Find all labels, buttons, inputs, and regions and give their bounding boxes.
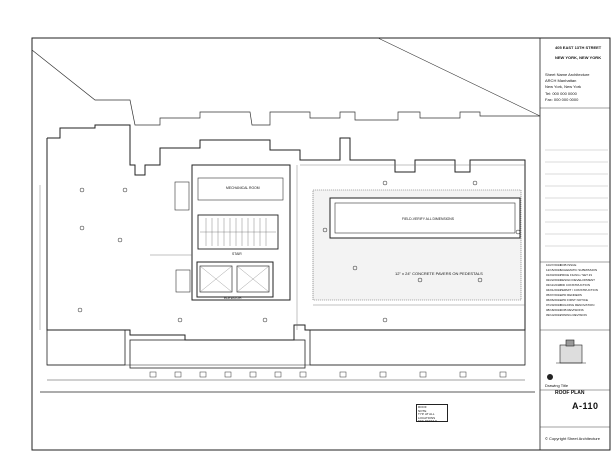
north-arrow-icon <box>547 374 553 380</box>
drawing-title: ROOF PLAN <box>555 390 585 396</box>
revision-grid <box>545 149 608 247</box>
architect-line-5: Fax: 000 000 0000 <box>545 97 579 102</box>
revision-row: 02/22/2011DESIGN DEVELOPMENT <box>546 278 596 282</box>
copyright: © Copyright Sheet Architecture <box>545 436 600 441</box>
architect-line-3: New York, New York <box>545 84 582 89</box>
mechanical-core <box>191 164 291 301</box>
revision-row: 10/27/2010DOB ISSUE <box>546 263 577 267</box>
revision-row: 08/18/2011DOB REVISIONS <box>546 308 584 312</box>
pavers-label: 12" x 24" CONCRETE PAVERS ON PEDESTALS <box>395 271 483 276</box>
project-address: 405 EAST 13TH STREET <box>555 45 602 50</box>
revision-row: 06/06/2011HPD FIRST NOTICE <box>546 298 588 302</box>
parapet-boxes <box>149 371 507 378</box>
stair-label: STAIR <box>232 252 242 256</box>
revision-row: 01/03/2011PRICE FILING / SET #1 <box>546 273 593 277</box>
mechanical-room-label: MECHANICAL ROOM <box>226 186 260 190</box>
sheet-border <box>31 37 611 451</box>
architect-line-1: Sheet Name Architecture <box>545 72 590 77</box>
revision-row: 09/14/2011ZONING REVISION <box>546 313 587 317</box>
revision-row: 05/07/2011HPD RENDERS <box>546 293 582 297</box>
spot-markers <box>77 180 521 323</box>
architect-line-4: Tel: 000 000 0000 <box>545 91 577 96</box>
revision-row: 07/20/2011BUILDING RENOVATION <box>546 303 595 307</box>
revision-row: 03/11/2011BID CONSTRUCTION <box>546 283 590 287</box>
drawing-title-label: Drawing Title <box>545 383 569 388</box>
interior-dimensions <box>39 164 525 330</box>
revision-row: 12/15/2010SCHEMATIC SUBMISSION <box>546 268 598 272</box>
pool-label: FIELD-VERIFY ALL DIMENSIONS <box>402 217 455 221</box>
sheet-number: A-110 <box>572 401 599 411</box>
stair <box>197 214 279 250</box>
roof-outline <box>46 124 526 341</box>
roof-note-box: ROOF NOTE TYP. AT ALL LOCATIONS SEE DETA… <box>416 404 448 423</box>
building-outline-top <box>31 49 540 126</box>
project-city: NEW YORK, NEW YORK <box>555 55 602 60</box>
elevator-block <box>196 261 274 298</box>
architect-line-2: ARCH Manhattan <box>545 78 577 83</box>
elevator-label: ELEVATOR <box>224 296 242 300</box>
revision-row: 04/01/2011PERMIT / CONSTRUCTION <box>546 288 598 292</box>
stair-treads <box>200 218 276 246</box>
pool <box>329 197 521 239</box>
key-plan <box>556 339 586 364</box>
